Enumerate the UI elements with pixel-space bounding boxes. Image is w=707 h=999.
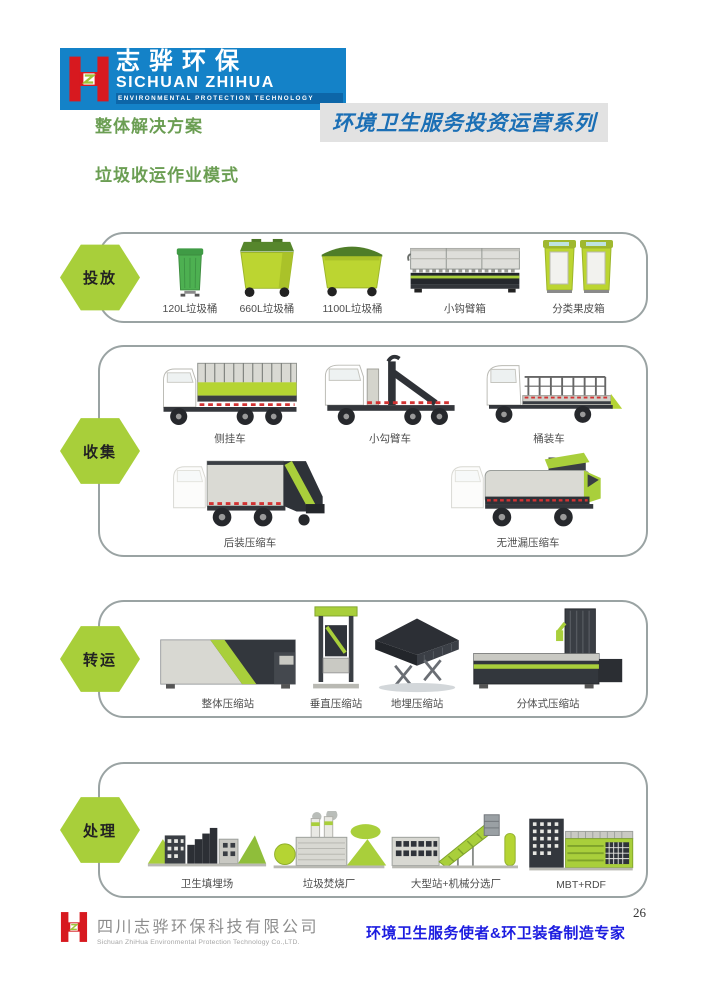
split-compression-station-icon [473, 608, 623, 689]
logo-subtitle: ENVIRONMENTAL PROTECTION TECHNOLOGY [116, 93, 343, 105]
list-item: 分体式压缩站 [472, 607, 624, 711]
footer-slogan: 环境卫生服务使者&环卫装备制造专家 [366, 925, 626, 942]
list-item: 无泄漏压缩车 [444, 450, 612, 550]
section-collection-panel: 收集 [60, 345, 648, 557]
list-item: 660L垃圾桶 [234, 238, 300, 316]
item-label: 小钩臂箱 [443, 303, 486, 315]
list-item: 小勾臂车 [314, 348, 466, 446]
incineration-plant-icon [273, 811, 387, 869]
item-label: 桶装车 [533, 433, 565, 445]
list-item: 1100L垃圾桶 [316, 238, 388, 316]
item-label: 小勾臂车 [369, 433, 411, 445]
bin-120l-icon [176, 248, 204, 297]
rear-loader-compactor-truck-icon [173, 460, 325, 527]
item-label: 无泄漏压缩车 [496, 537, 560, 549]
footer-company: 四川志骅环保科技有限公司 Sichuan ZhiHua Environmenta… [97, 913, 319, 946]
company-logo: 志骅环保 SICHUAN ZHIHUA ENVIRONMENTAL PROTEC… [60, 48, 346, 110]
footer-company-name: 四川志骅环保科技有限公司 [97, 919, 320, 936]
page-number: 26 [633, 905, 646, 920]
list-item: 桶装车 [474, 352, 624, 446]
section-treatment-panel: 处理 [60, 762, 648, 898]
series-title: 环境卫生服务投资运营系列 [320, 103, 608, 142]
list-item: 小钩臂箱 [405, 242, 525, 316]
hook-arm-truck-icon [324, 354, 455, 426]
transfer-items-row: 整体压缩站 垂直压缩站 [100, 602, 646, 716]
leakproof-compactor-truck-icon [451, 452, 601, 527]
treatment-items-row: 卫生填埋场 [100, 764, 646, 896]
item-label: 660L垃圾桶 [239, 303, 295, 315]
item-label: 后装压缩车 [223, 537, 277, 549]
logo-name-cn: 志骅环保 [116, 48, 248, 75]
item-label: 侧挂车 [214, 433, 246, 445]
sorting-plant-icon [391, 814, 518, 869]
item-label: MBT+RDF [556, 879, 606, 891]
list-item: 后装压缩车 [166, 450, 334, 550]
integral-compression-station-icon [160, 639, 296, 689]
footer-logo-h-icon [60, 911, 88, 943]
mbt-rdf-plant-icon [529, 818, 634, 871]
list-item: 地埋压缩站 [370, 613, 464, 711]
collection-row-1: 侧挂车 小勾臂车 [100, 347, 646, 451]
side-loader-truck-icon [163, 362, 297, 426]
sorting-bin-icon [543, 240, 614, 293]
list-item: 整体压缩站 [154, 631, 302, 711]
item-label: 1100L垃圾桶 [322, 303, 383, 315]
barrel-truck-icon [486, 365, 623, 423]
underground-compression-station-icon [375, 618, 459, 693]
item-label: 分体式压缩站 [516, 698, 580, 710]
list-item: MBT+RDF [522, 814, 640, 891]
list-item: 分类果皮箱 [541, 238, 615, 316]
logo-text: 志骅环保 SICHUAN ZHIHUA ENVIRONMENTAL PROTEC… [116, 48, 346, 110]
item-label: 大型站+机械分选厂 [410, 878, 502, 890]
landfill-icon [147, 827, 267, 867]
list-item: 侧挂车 [154, 348, 306, 446]
page-title: 整体解决方案 [95, 117, 203, 136]
footer-company-name-en: Sichuan ZhiHua Environmental Protection … [97, 939, 300, 946]
item-label: 分类果皮箱 [552, 303, 605, 315]
vertical-compression-station-icon [313, 606, 359, 689]
bin-660l-icon [239, 238, 294, 298]
list-item: 大型站+机械分选厂 [390, 811, 522, 891]
logo-h-mark-icon [68, 52, 110, 106]
list-item: 卫生填埋场 [146, 811, 268, 891]
page-subtitle: 垃圾收运作业模式 [95, 166, 239, 185]
item-label: 卫生填埋场 [180, 878, 234, 890]
deposit-items-row: 120L垃圾桶 660L垃圾桶 [100, 234, 646, 321]
section-transfer-panel: 转运 整体压缩站 [60, 600, 648, 718]
item-label: 整体压缩站 [201, 698, 255, 710]
section-deposit-panel: 投放 120L垃圾桶 [60, 232, 648, 323]
item-label: 垂直压缩站 [309, 698, 363, 710]
item-label: 120L垃圾桶 [162, 303, 218, 315]
list-item: 120L垃圾桶 [162, 246, 218, 316]
list-item: 垂直压缩站 [309, 605, 363, 711]
item-label: 垃圾焚烧厂 [302, 878, 356, 890]
logo-name-en: SICHUAN ZHIHUA [116, 74, 275, 92]
collection-row-2: 后装压缩车 无泄漏压缩车 [100, 451, 646, 555]
bin-1100l-icon [322, 246, 383, 297]
item-label: 地埋压缩站 [390, 698, 444, 710]
hook-arm-box-icon [407, 247, 520, 293]
list-item: 垃圾焚烧厂 [268, 811, 390, 891]
